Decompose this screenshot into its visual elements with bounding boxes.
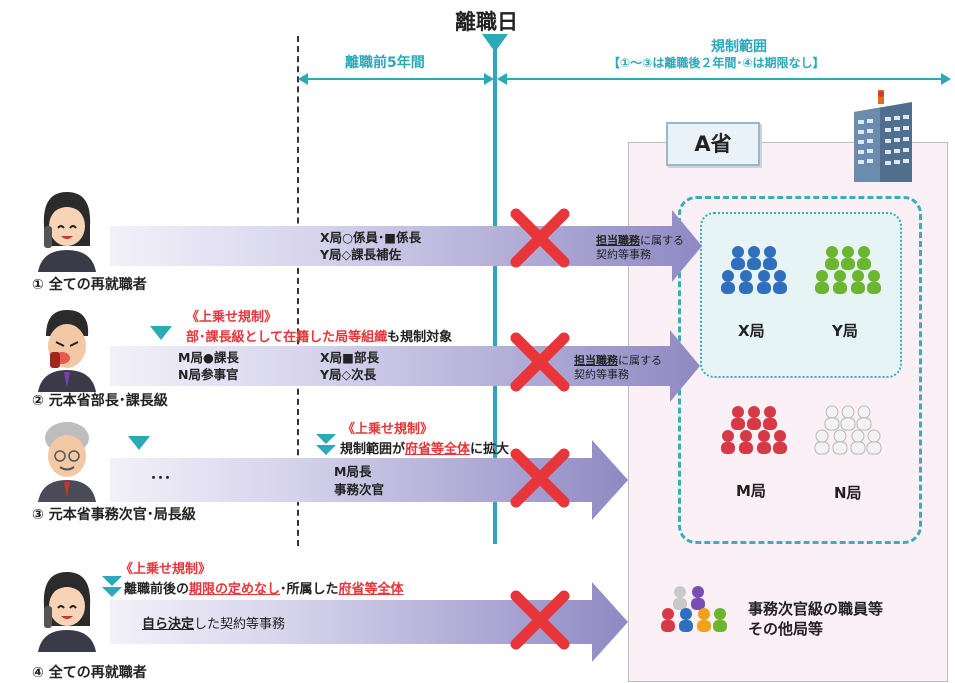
row2-duty-rest: に属する: [618, 354, 662, 367]
office-building-icon: [854, 90, 912, 182]
row2-start-marker-icon: [150, 326, 172, 340]
row1-arrow-line1: X局○係員･■係長: [320, 230, 422, 245]
row3-start-marker-icon: [128, 436, 150, 450]
scope-span-arrow: [497, 73, 951, 85]
row1-duty-line2: 契約等事務: [596, 248, 651, 261]
retirement-day-title: 離職日: [455, 10, 518, 34]
row4-arrow: [110, 582, 628, 662]
y-bureau-label: Y局: [832, 322, 858, 340]
retirement-day-line: [493, 44, 497, 544]
row3-ellipsis: ･･･: [150, 471, 171, 487]
m-bureau-people-icon: [721, 406, 787, 454]
row1-label: ① 全ての再就職者: [32, 277, 147, 293]
other-bureaus-people-icon: [661, 586, 727, 632]
row3-arrow-line2: 事務次官: [334, 482, 385, 497]
row2-duty-note: 担当職務に属する 契約等事務: [574, 354, 662, 382]
row4-self-decided: 自ら決定した契約等事務: [142, 613, 285, 632]
y-bureau-people-icon: [815, 246, 881, 294]
row1-arrow-line2: Y局◇課長補佐: [320, 247, 402, 262]
others-line1: 事務次官級の職員等: [748, 600, 884, 618]
row4-self-decided-bold: 自ら決定: [142, 617, 195, 632]
prohibited-x-icon-row1: [510, 208, 570, 268]
scope-note: 【①～③は離職後２年間･④は期限なし】: [608, 56, 825, 70]
row3-extra-post: に拡大: [470, 442, 510, 457]
elderly-official-icon: [38, 422, 96, 502]
female-person-icon-2: [38, 572, 96, 652]
row2-extra-red: 部･課長級として在籍した局等組織: [186, 330, 388, 345]
row4-extra-title: 《上乗せ規制》: [120, 562, 212, 577]
n-bureau-people-icon: [814, 405, 882, 455]
x-bureau-people-icon: [721, 246, 787, 294]
x-bureau-label: X局: [738, 322, 765, 340]
row4-extra-mid: ･所属した: [280, 582, 339, 597]
row2-arrow-line1: X局■部長: [320, 350, 379, 365]
five-year-boundary-line: [297, 36, 299, 546]
row2-label: ② 元本省部長･課長級: [32, 393, 168, 409]
row3-arrow-line1: M局長: [334, 464, 372, 479]
row3-arrow: [110, 440, 628, 520]
row2-early-line2: N局参事官: [178, 367, 239, 382]
row1-duty-note: 担当職務に属する 契約等事務: [596, 234, 684, 262]
row2-arrow-line2: Y局◇次長: [320, 367, 377, 382]
row4-extra-red1: 期限の定めなし: [189, 582, 281, 597]
row4-double-marker-icon: [102, 576, 122, 597]
row2-duty-bold: 担当職務: [574, 354, 618, 367]
row1-duty-bold: 担当職務: [596, 234, 640, 247]
n-bureau-label: N局: [834, 484, 862, 502]
row4-self-decided-rest: した契約等事務: [194, 617, 286, 632]
prohibited-x-icon-row2: [510, 332, 570, 392]
female-person-icon: [38, 192, 96, 272]
row1-duty-rest: に属する: [640, 234, 684, 247]
row2-duty-line2: 契約等事務: [574, 368, 629, 381]
retirement-day-marker-icon: [482, 34, 508, 52]
five-years-span-arrow: [298, 73, 494, 85]
agency-title: A省: [666, 122, 760, 166]
five-years-label: 離職前5年間: [345, 55, 425, 71]
row2-early-line1: M局●課長: [178, 350, 239, 365]
row3-extra-title: 《上乗せ規制》: [342, 422, 434, 437]
row4-label: ④ 全ての再就職者: [32, 665, 147, 681]
row4-extra-pre: 離職前後の: [124, 582, 190, 597]
row4-extra-text: 離職前後の期限の定めなし･所属した府省等全体: [124, 578, 404, 597]
row2-extra-rest: も規制対象: [387, 330, 453, 345]
prohibited-x-icon-row4: [510, 590, 570, 650]
row3-extra-red: 府省等全体: [405, 442, 471, 457]
row2-extra-title: 《上乗せ規制》: [186, 310, 278, 325]
prohibited-x-icon-row3: [510, 448, 570, 508]
assigned-bureaus-area: [700, 212, 902, 378]
others-line2: その他局等: [748, 620, 824, 638]
angry-manager-icon: [38, 310, 96, 392]
row3-extra-pre: 規制範囲が: [340, 442, 406, 457]
row3-double-marker-icon: [316, 434, 336, 455]
row2-extra-text: 部･課長級として在籍した局等組織も規制対象: [186, 326, 452, 345]
row4-extra-red2: 府省等全体: [338, 582, 404, 597]
scope-title: 規制範囲: [711, 39, 767, 55]
m-bureau-label: M局: [736, 482, 766, 500]
row3-label: ③ 元本省事務次官･局長級: [32, 507, 196, 523]
row3-extra-text: 規制範囲が府省等全体に拡大: [340, 438, 509, 457]
